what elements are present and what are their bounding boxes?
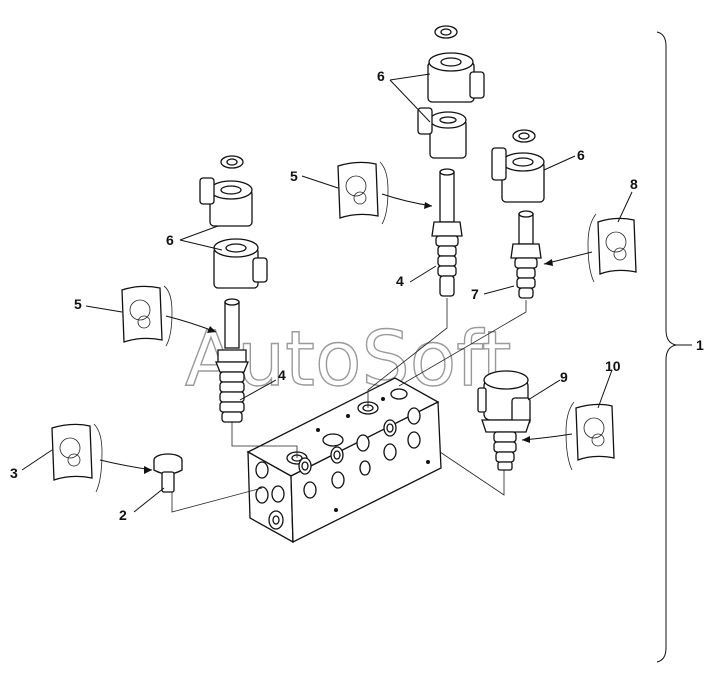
leader-lines <box>21 73 633 513</box>
callout-4-left: 4 <box>278 367 286 383</box>
callout-1: 1 <box>696 337 704 353</box>
callout-5-left: 5 <box>74 296 82 312</box>
callout-5-center: 5 <box>290 168 298 184</box>
callout-9: 9 <box>560 369 568 385</box>
solenoid-coil-center-lower <box>417 107 467 159</box>
solenoid-coil-right <box>491 129 545 203</box>
assembly-lines <box>171 298 527 513</box>
plug <box>153 453 183 493</box>
callout-6-right: 6 <box>577 147 585 163</box>
lubricant-symbol-item-8 <box>587 213 637 283</box>
lubricant-symbol-item-3 <box>51 423 103 493</box>
solenoid-coil-left-lower <box>213 238 268 289</box>
callout-6-center: 6 <box>377 68 385 84</box>
cartridge-valve-left <box>215 298 249 423</box>
callout-6-left: 6 <box>166 232 174 248</box>
lubricant-symbol-item-5-center <box>337 161 389 225</box>
proportional-valve <box>477 370 531 471</box>
callout-7: 7 <box>471 286 479 302</box>
callout-3: 3 <box>10 465 18 481</box>
solenoid-coil-center-upper <box>427 25 485 103</box>
solenoid-coil-left-upper <box>199 155 253 227</box>
lubricant-symbol-item-10 <box>565 401 615 471</box>
cartridge-valve-right <box>510 210 542 299</box>
callout-8: 8 <box>630 176 638 192</box>
callout-2: 2 <box>119 507 127 523</box>
assembly-brace <box>656 31 677 663</box>
callout-10: 10 <box>605 358 621 374</box>
callout-4-center: 4 <box>396 273 404 289</box>
lubricant-symbol-item-5-left <box>121 285 173 347</box>
cartridge-valve-center <box>431 168 463 297</box>
